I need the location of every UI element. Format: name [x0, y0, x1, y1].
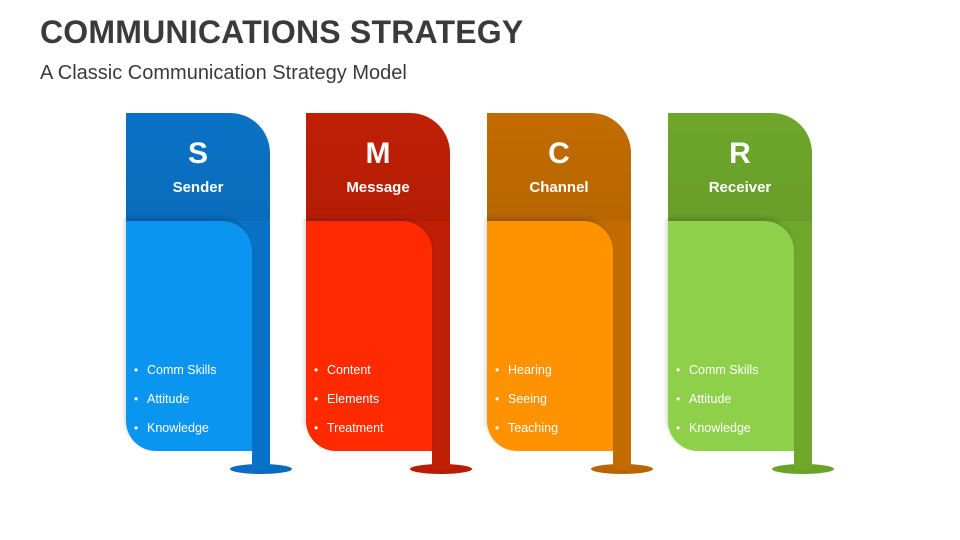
list-item: • Attitude — [134, 389, 232, 418]
card-item-list: • Hearing • Seeing • Teaching • Testing • Feeling — [495, 360, 558, 505]
card-item-list: • Content • Elements • Treatment • Structure • Co… — [314, 360, 384, 505]
card-header-shade — [126, 113, 270, 221]
card-body-panel: • Comm Skills • Attitude • Knowledge • Social S… — [668, 221, 794, 493]
card-letter: M — [365, 137, 391, 170]
list-item-text: Comm Skills — [689, 363, 759, 377]
list-item-text: Attitude — [689, 392, 732, 406]
list-item-text: Testing — [508, 450, 548, 464]
list-item-text: Knowledge — [689, 421, 751, 435]
bullet-icon: • — [676, 392, 681, 406]
list-item: • Testing — [495, 447, 558, 476]
flag-base — [230, 464, 292, 474]
card-body-panel: • Content • Elements • Treatment • Structure • Co… — [306, 221, 432, 493]
list-item: • Comm Skills — [676, 360, 774, 389]
card-header-shade — [668, 113, 812, 221]
flag-pole — [432, 353, 450, 469]
list-item-text: Structure — [327, 450, 378, 464]
list-item: • Structure — [314, 447, 384, 476]
bullet-icon: • — [676, 479, 681, 493]
bullet-icon: • — [134, 363, 139, 377]
page-subtitle: A Classic Communication Strategy Model — [40, 62, 407, 84]
list-item: • Content — [314, 360, 384, 389]
card-name: Receiver — [708, 179, 772, 196]
flag-pole — [794, 353, 812, 469]
bullet-icon: • — [134, 421, 139, 435]
list-item: • Feeling — [495, 476, 558, 505]
card-letter: R — [729, 137, 751, 170]
list-item-text: Content — [327, 363, 371, 377]
list-item-text: Attitude — [147, 392, 190, 406]
list-item: • Teaching — [495, 418, 558, 447]
list-item-text: Comm Skills — [147, 363, 217, 377]
bullet-icon: • — [134, 450, 139, 464]
bullet-icon: • — [314, 392, 319, 406]
card-sender: S Sender • Comm Skills • Attitude • Knowledge • S… — [126, 113, 296, 493]
bullet-icon: • — [134, 392, 139, 406]
flag-base — [591, 464, 653, 474]
list-item-text: Social Systems — [147, 450, 233, 464]
bullet-icon: • — [676, 421, 681, 435]
list-item: • Attitude — [676, 389, 774, 418]
card-channel: C Channel • Hearing • Seeing • Teaching • Testing… — [487, 113, 657, 493]
list-item-text: Teaching — [508, 421, 559, 435]
card-body-panel: • Comm Skills • Attitude • Knowledge • Social S… — [126, 221, 252, 493]
list-item-text: Elements — [327, 392, 380, 406]
list-item: • Knowledge — [676, 418, 774, 447]
bullet-icon: • — [134, 479, 139, 493]
list-item-text: Social Systems — [689, 450, 775, 464]
card-name: Channel — [529, 179, 589, 196]
card-name: Sender — [172, 179, 224, 196]
card-letter: C — [548, 137, 570, 170]
list-item: • Social Systems — [676, 447, 774, 476]
list-item: • Seeing — [495, 389, 558, 418]
card-message: M Message • Content • Elements • Treatment • Stru… — [306, 113, 476, 493]
list-item: • Treatment — [314, 418, 384, 447]
list-item-text: Seeing — [508, 392, 547, 406]
bullet-icon: • — [495, 392, 500, 406]
list-item: • Hearing — [495, 360, 558, 389]
list-item-text: Knowledge — [147, 421, 209, 435]
flag-pole — [613, 353, 631, 469]
flag-base — [772, 464, 834, 474]
list-item-text: Culture — [147, 479, 188, 493]
list-item: • Culture — [676, 476, 774, 505]
page-title: COMMUNICATIONS STRATEGY — [40, 14, 524, 50]
list-item: • Codes — [314, 476, 384, 505]
list-item: • Elements — [314, 389, 384, 418]
card-item-list: • Comm Skills • Attitude • Knowledge • Social S… — [134, 360, 232, 505]
card-header-shade — [306, 113, 450, 221]
bullet-icon: • — [495, 479, 500, 493]
card-header-shade — [487, 113, 631, 221]
list-item: • Social Systems — [134, 447, 232, 476]
bullet-icon: • — [495, 421, 500, 435]
bullet-icon: • — [314, 421, 319, 435]
flag-pole — [252, 353, 270, 469]
bullet-icon: • — [495, 363, 500, 377]
list-item-text: Culture — [689, 479, 730, 493]
bullet-icon: • — [495, 450, 500, 464]
list-item: • Knowledge — [134, 418, 232, 447]
list-item-text: Treatment — [327, 421, 384, 435]
card-letter: S — [187, 137, 208, 170]
list-item-text: Codes — [327, 479, 364, 493]
bullet-icon: • — [676, 450, 681, 464]
bullet-icon: • — [314, 450, 319, 464]
flag-base — [410, 464, 472, 474]
list-item-text: Feeling — [508, 479, 549, 493]
list-item: • Culture — [134, 476, 232, 505]
bullet-icon: • — [676, 363, 681, 377]
list-item: • Comm Skills — [134, 360, 232, 389]
bullet-icon: • — [314, 479, 319, 493]
list-item-text: Hearing — [508, 363, 552, 377]
card-receiver: R Receiver • Comm Skills • Attitude • Knowledge… — [668, 113, 838, 493]
card-item-list: • Comm Skills • Attitude • Knowledge • Social S… — [676, 360, 774, 505]
card-name: Message — [346, 179, 410, 196]
card-body-panel: • Hearing • Seeing • Teaching • Testing • Feeling — [487, 221, 613, 493]
bullet-icon: • — [314, 363, 319, 377]
